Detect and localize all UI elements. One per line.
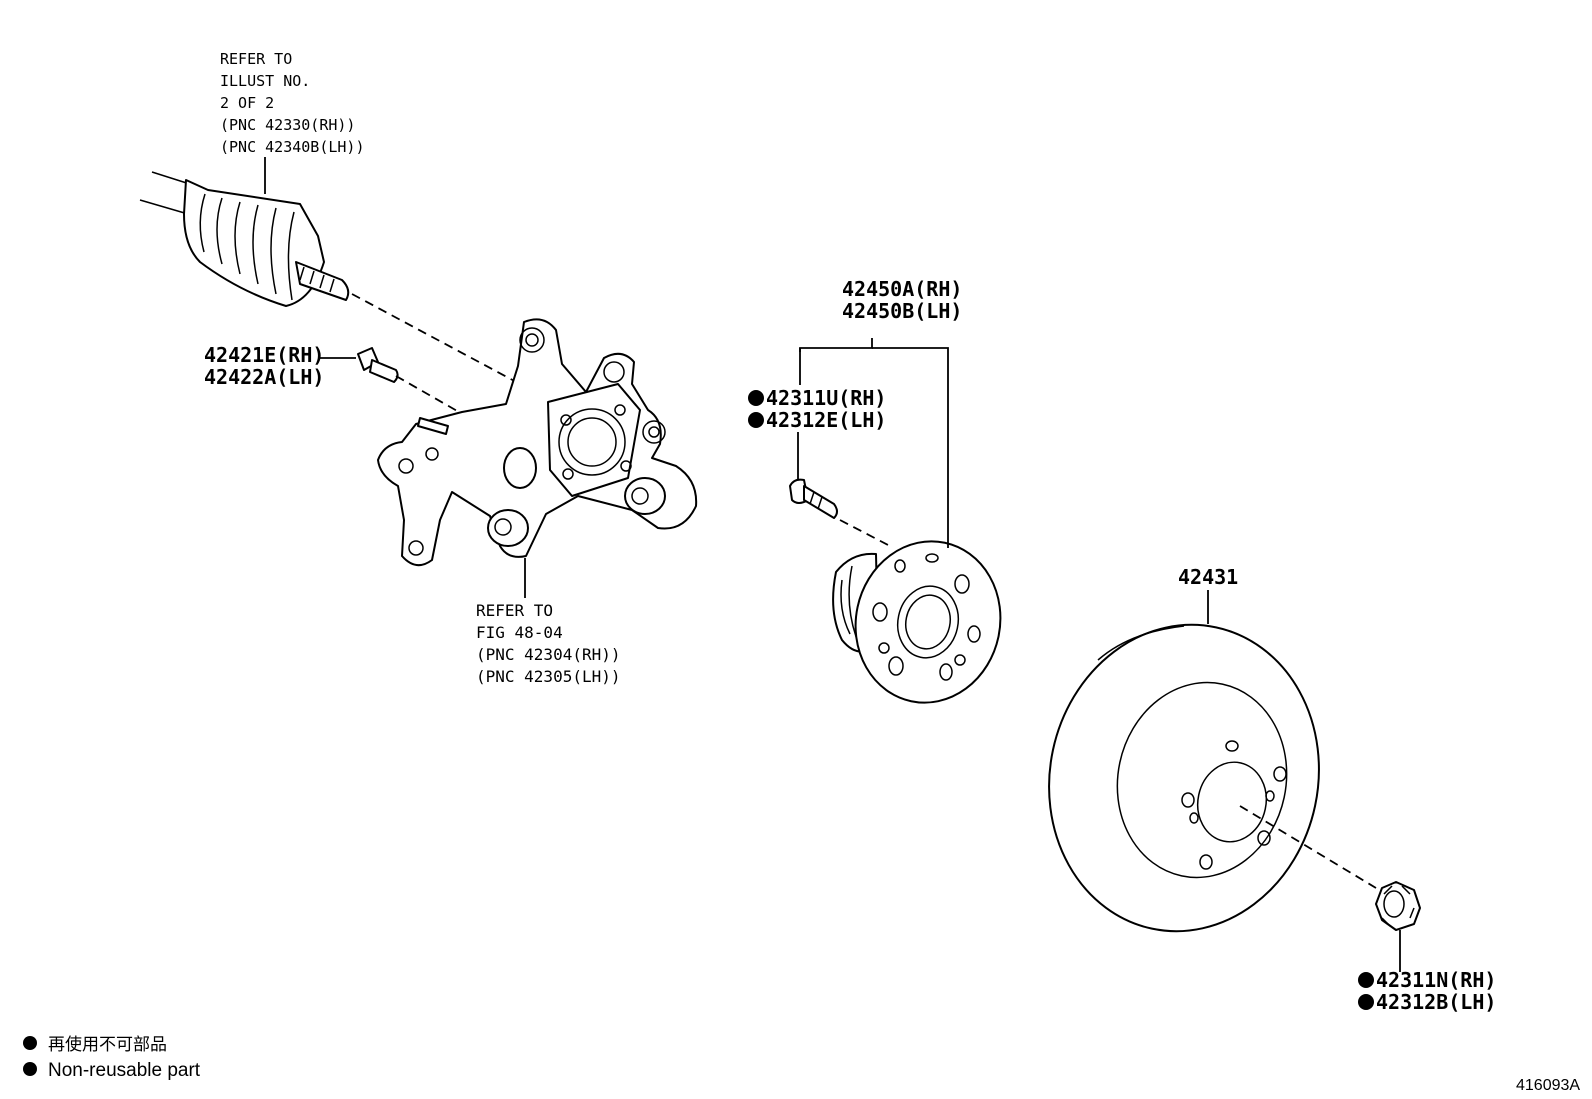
non-reusable-dot-icon <box>1358 994 1374 1010</box>
hub-nut[interactable] <box>1375 881 1421 931</box>
hub-assembly-pn-lh[interactable]: 42450B(LH) <box>842 299 962 323</box>
illustration-number: 416093A <box>1516 1077 1580 1094</box>
hub-assembly-part-number[interactable]: 42450A(RH) 42450B(LH) <box>842 277 962 323</box>
driveshaft-ref-line-4: (PNC 42330(RH)) <box>220 116 355 134</box>
knuckle-bolt-part-number[interactable]: 42421E(RH) 42422A(LH) <box>204 343 324 389</box>
legend: 再使用不可部品 Non-reusable part <box>23 1034 201 1081</box>
knuckle-ref-line-3: (PNC 42304(RH)) <box>476 645 621 664</box>
knuckle-bolt-pn-rh[interactable]: 42421E(RH) <box>204 343 324 367</box>
disc-part-number[interactable]: 42431 <box>1178 565 1238 589</box>
hub-bolt[interactable] <box>789 478 838 519</box>
hub-bearing-assembly[interactable] <box>832 528 1015 716</box>
hub-bolt-part-number[interactable]: 42311U(RH) 42312E(LH) <box>748 386 886 432</box>
knuckle-bolt[interactable] <box>357 347 399 383</box>
driveshaft-ref-line-5: (PNC 42340B(LH)) <box>220 138 365 156</box>
hub-bolt-pn-lh[interactable]: 42312E(LH) <box>766 408 886 432</box>
non-reusable-dot-icon <box>23 1062 37 1076</box>
non-reusable-dot-icon <box>23 1036 37 1050</box>
nut-part-number[interactable]: 42311N(RH) 42312B(LH) <box>1358 968 1496 1014</box>
steering-knuckle[interactable] <box>377 318 698 567</box>
driveshaft-reference-label: REFER TO ILLUST NO. 2 OF 2 (PNC 42330(RH… <box>220 50 365 156</box>
legend-text-en: Non-reusable part <box>48 1060 201 1081</box>
driveshaft-ref-line-3: 2 OF 2 <box>220 94 274 112</box>
non-reusable-dot-icon <box>1358 972 1374 988</box>
nut-pn-lh[interactable]: 42312B(LH) <box>1376 990 1496 1014</box>
nut-pn-rh[interactable]: 42311N(RH) <box>1376 968 1496 992</box>
knuckle-ref-line-1: REFER TO <box>476 601 553 620</box>
brake-disc[interactable] <box>1021 600 1347 957</box>
knuckle-bolt-pn-lh[interactable]: 42422A(LH) <box>204 365 324 389</box>
knuckle-reference-label: REFER TO FIG 48-04 (PNC 42304(RH)) (PNC … <box>476 601 621 686</box>
hub-bolt-pn-rh[interactable]: 42311U(RH) <box>766 386 886 410</box>
non-reusable-dot-icon <box>748 412 764 428</box>
hub-assembly-pn-rh[interactable]: 42450A(RH) <box>842 277 962 301</box>
legend-text-jp: 再使用不可部品 <box>48 1034 167 1054</box>
driveshaft-ref-line-2: ILLUST NO. <box>220 72 310 90</box>
knuckle-ref-line-2: FIG 48-04 <box>476 623 563 642</box>
drive-shaft[interactable] <box>139 171 350 307</box>
knuckle-ref-line-4: (PNC 42305(LH)) <box>476 667 621 686</box>
driveshaft-ref-line-1: REFER TO <box>220 50 292 68</box>
non-reusable-dot-icon <box>748 390 764 406</box>
